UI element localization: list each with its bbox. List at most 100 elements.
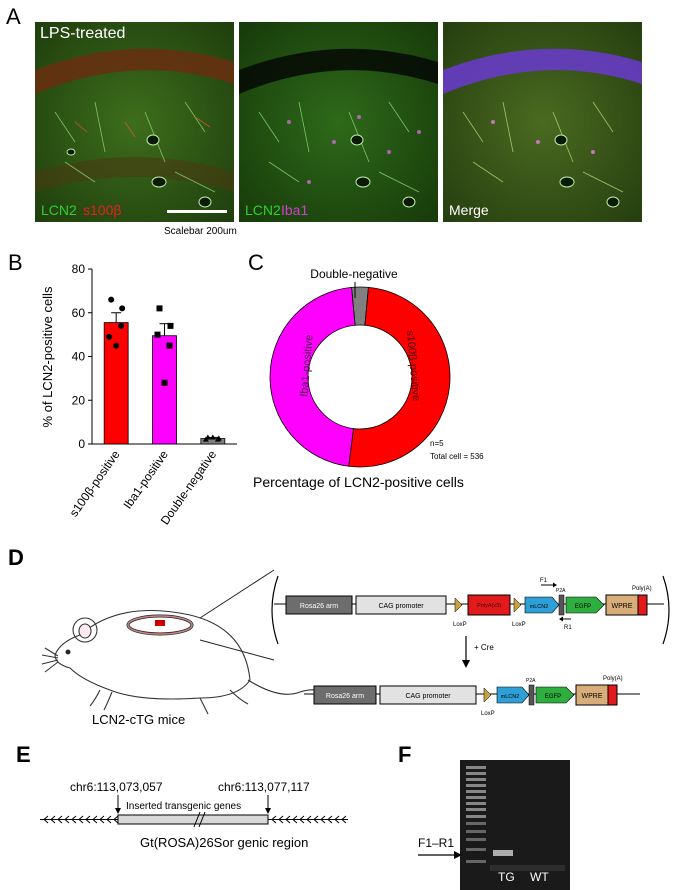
y-tick-label: 80 bbox=[72, 262, 86, 276]
panel-letter-e: E bbox=[16, 742, 31, 767]
bottom-egfp-block bbox=[535, 686, 575, 704]
bottom-lcn2-block bbox=[496, 686, 530, 704]
top-rosa-block bbox=[285, 595, 353, 615]
bar-1 bbox=[152, 335, 177, 445]
break-mark-1 bbox=[193, 811, 201, 828]
gel-primer-dimer-haze bbox=[490, 865, 565, 871]
top-loxp1-icon bbox=[454, 597, 463, 613]
y-tick-label: 60 bbox=[72, 306, 86, 320]
x-tick-label: Iba1-positive bbox=[120, 447, 171, 511]
ladder-band bbox=[466, 830, 486, 833]
gel-band-label: F1–R1 bbox=[418, 836, 455, 850]
chevron bbox=[71, 815, 77, 824]
chevron bbox=[106, 815, 112, 824]
data-point bbox=[119, 305, 126, 312]
data-point bbox=[167, 322, 174, 329]
right-coord-arrowhead bbox=[265, 808, 271, 814]
ladder-band bbox=[466, 808, 486, 811]
top-stop-block bbox=[467, 594, 511, 616]
data-point bbox=[113, 342, 120, 349]
bar-chart-bars bbox=[103, 296, 226, 445]
chevron bbox=[306, 815, 312, 824]
genomic-locus: chr6:113,073,057 chr6:113,077,117 Insert… bbox=[40, 780, 348, 850]
data-point bbox=[166, 342, 173, 349]
donut-chart: Double-negative s100β-positive Iba1-posi… bbox=[269, 267, 484, 468]
bottom-loxp-label: LoxP bbox=[481, 711, 495, 717]
bottom-rosa-block bbox=[313, 685, 377, 705]
ladder-band bbox=[466, 802, 486, 805]
ladder-band bbox=[466, 848, 486, 851]
top-lcn2-label: mLCN2 bbox=[530, 604, 549, 610]
annotation-total: Total cell = 536 bbox=[430, 452, 484, 461]
data-point bbox=[161, 379, 168, 386]
top-wpre-label: WPRE bbox=[612, 603, 633, 610]
data-point bbox=[108, 296, 115, 303]
donut-caption: Percentage of LCN2-positive cells bbox=[253, 474, 464, 490]
top-loxp1-label: LoxP bbox=[453, 622, 467, 628]
chevron bbox=[85, 815, 91, 824]
top-egfp-label: EGFP bbox=[575, 604, 591, 610]
chevron bbox=[327, 815, 333, 824]
break-mark-2 bbox=[198, 811, 206, 828]
data-point bbox=[118, 322, 125, 329]
chevron bbox=[313, 815, 319, 824]
ladder-band bbox=[466, 784, 486, 787]
ladder-band bbox=[466, 766, 486, 769]
micrograph-merge: Merge bbox=[443, 22, 642, 222]
construct-bracket-right bbox=[662, 575, 670, 645]
chevron bbox=[299, 815, 305, 824]
chevron bbox=[285, 815, 291, 824]
bottom-lcn2-label: mLCN2 bbox=[501, 694, 520, 700]
chevron bbox=[292, 815, 298, 824]
gel-band-arrow bbox=[418, 851, 462, 859]
donut-slice-1 bbox=[269, 286, 356, 467]
primer-r1-label: R1 bbox=[564, 625, 572, 631]
insert-label: Inserted transgenic genes bbox=[126, 801, 241, 812]
ladder-band bbox=[466, 796, 486, 799]
left-coordinate: chr6:113,073,057 bbox=[70, 780, 163, 794]
ladder-band bbox=[466, 860, 486, 863]
chevron bbox=[78, 815, 84, 824]
bottom-polya-label: Poly(A) bbox=[603, 676, 623, 682]
panel-letter-c: C bbox=[248, 250, 264, 275]
primer-r1-head bbox=[559, 616, 563, 622]
ladder-band bbox=[466, 815, 486, 818]
chevron bbox=[271, 815, 277, 824]
top-p2a-label: P2A bbox=[556, 588, 566, 594]
bottom-p2a-block bbox=[528, 684, 535, 706]
bottom-cag-block bbox=[379, 685, 477, 705]
primer-f1-label: F1 bbox=[540, 578, 548, 584]
scale-bar bbox=[167, 210, 227, 213]
annotation-n: n=5 bbox=[430, 439, 444, 448]
panel-letter-d: D bbox=[8, 545, 24, 570]
gel-band-tg bbox=[493, 850, 513, 856]
chevron bbox=[320, 815, 326, 824]
top-p2a-block bbox=[558, 594, 565, 616]
left-coord-arrowhead bbox=[115, 808, 121, 814]
ladder-band bbox=[466, 772, 486, 775]
cre-label: + Cre bbox=[474, 643, 494, 652]
panel-a-title: LPS-treated bbox=[40, 25, 126, 42]
bottom-cag-label: CAG promoter bbox=[405, 693, 451, 700]
bar-chart-xlabels: s100β-positiveIba1-positiveDouble-negati… bbox=[67, 447, 220, 527]
cre-arrow-head bbox=[462, 660, 470, 668]
data-point bbox=[154, 331, 161, 338]
top-cag-block bbox=[355, 595, 447, 615]
donut-slice-0 bbox=[348, 286, 451, 468]
y-tick-label: 0 bbox=[78, 437, 85, 451]
micrograph-lcn2-s100b: LPS-treated LCN2 s100β bbox=[35, 22, 234, 222]
genomic-backbone-chevrons bbox=[40, 815, 348, 824]
right-coordinate: chr6:113,077,117 bbox=[218, 780, 310, 794]
micrograph-lcn2-iba1: LCN2 Iba1 bbox=[239, 22, 438, 222]
bottom-wpre-label: WPRE bbox=[582, 693, 603, 700]
bottom-egfp-label: EGFP bbox=[545, 694, 561, 700]
data-point bbox=[202, 436, 209, 442]
scalebar-caption: Scalebar 200um bbox=[164, 226, 237, 237]
y-tick-label: 40 bbox=[72, 350, 86, 364]
ladder-band bbox=[466, 838, 486, 841]
stain-label-lcn2: LCN2 bbox=[41, 202, 77, 218]
chevron bbox=[64, 815, 70, 824]
chevron bbox=[113, 815, 119, 824]
y-axis-title: % of LCN2-positive cells bbox=[40, 286, 55, 427]
